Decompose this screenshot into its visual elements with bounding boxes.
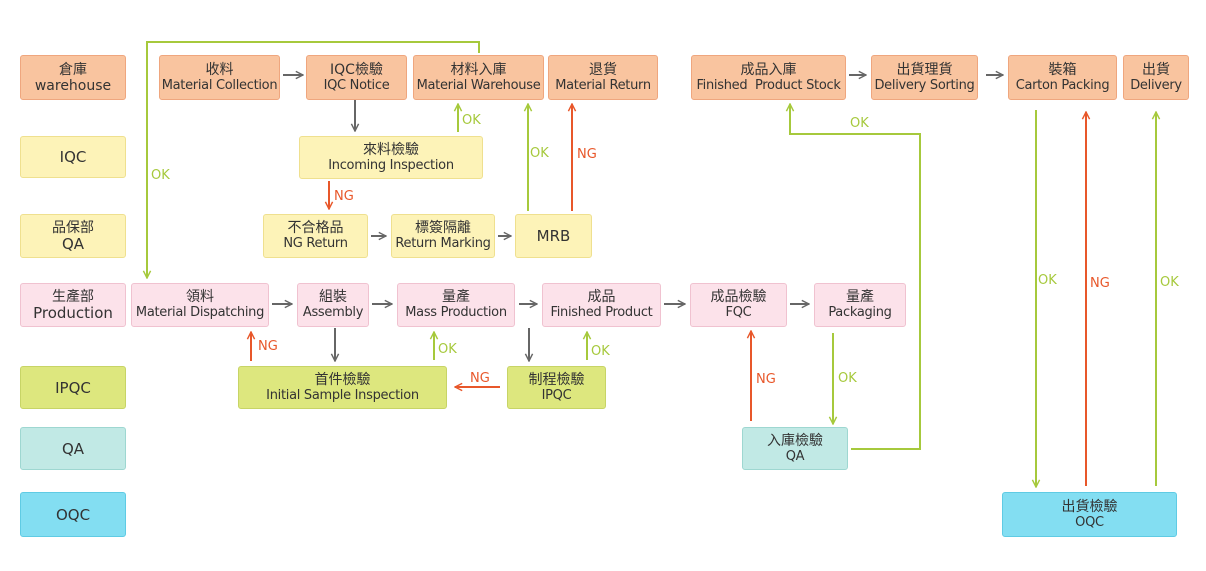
lane-oqc: OQC bbox=[20, 492, 126, 537]
lane-label-zh: 倉庫 bbox=[59, 61, 87, 78]
lane-label-en: OQC bbox=[55, 505, 91, 524]
edge-label-ok: OK bbox=[1038, 273, 1057, 288]
node-return-marking: 標簽隔離 Return Marking bbox=[391, 214, 495, 258]
node-material-dispatching: 領料 Material Dispatching bbox=[131, 283, 269, 327]
node-packaging: 量產 Packaging bbox=[814, 283, 906, 327]
node-initial-sample-inspection: 首件檢驗 Initial Sample Inspection bbox=[238, 366, 447, 409]
lane-warehouse: 倉庫 warehouse bbox=[20, 55, 126, 100]
node-material-warehouse: 材料入庫 Material Warehouse bbox=[413, 55, 544, 100]
lane-qa-dept: 品保部 QA bbox=[20, 214, 126, 258]
edge-label-ng: NG bbox=[334, 189, 354, 204]
edge-label-ok: OK bbox=[591, 344, 610, 359]
lane-label-en: IQC bbox=[59, 148, 87, 166]
node-finished-product: 成品 Finished Product bbox=[542, 283, 661, 327]
lane-label-en: Production bbox=[33, 304, 113, 322]
edge-label-ok: OK bbox=[850, 116, 869, 131]
node-delivery: 出貨 Delivery bbox=[1123, 55, 1189, 100]
edge-label-ok: OK bbox=[462, 113, 481, 128]
node-mass-production: 量產 Mass Production bbox=[397, 283, 515, 327]
lane-label-en: warehouse bbox=[34, 77, 112, 94]
lane-label-en: QA bbox=[61, 439, 85, 458]
edge-label-ok: OK bbox=[838, 371, 857, 386]
lane-label-zh: 品保部 bbox=[52, 220, 94, 236]
lane-label-en: QA bbox=[61, 235, 85, 253]
lane-qa: QA bbox=[20, 427, 126, 470]
node-fqc: 成品檢驗 FQC bbox=[690, 283, 787, 327]
node-oqc-shipping-inspection: 出貨檢驗 OQC bbox=[1002, 492, 1177, 537]
node-qa-storage-inspection: 入庫檢驗 QA bbox=[742, 427, 848, 470]
edge-label-ng: NG bbox=[470, 371, 490, 386]
edge-label-ok: OK bbox=[1160, 275, 1179, 290]
node-assembly: 組裝 Assembly bbox=[297, 283, 369, 327]
node-incoming-inspection: 來料檢驗 Incoming Inspection bbox=[299, 136, 483, 179]
lane-ipqc: IPQC bbox=[20, 366, 126, 409]
edge-label-ok: OK bbox=[438, 342, 457, 357]
node-material-collection: 收料 Material Collection bbox=[159, 55, 280, 100]
node-mrb: MRB bbox=[515, 214, 592, 258]
ok-qa-to-stock bbox=[790, 104, 921, 450]
edge-label-ok: OK bbox=[151, 168, 170, 183]
node-finished-product-stock: 成品入庫 Finished Product Stock bbox=[691, 55, 846, 100]
edge-label-ng: NG bbox=[756, 372, 776, 387]
node-ipqc-inspection: 制程檢驗 IPQC bbox=[507, 366, 606, 409]
edge-label-ok: OK bbox=[530, 146, 549, 161]
ok-iqc-to-dispatching bbox=[147, 41, 480, 278]
edge-label-ng: NG bbox=[1090, 276, 1110, 291]
lane-label-zh: 生產部 bbox=[52, 289, 94, 305]
edge-label-ng: NG bbox=[258, 339, 278, 354]
lane-production: 生產部 Production bbox=[20, 283, 126, 327]
node-material-return: 退貨 Material Return bbox=[548, 55, 658, 100]
node-iqc-notice: IQC檢驗 IQC Notice bbox=[306, 55, 407, 100]
lane-label-en: IPQC bbox=[55, 378, 91, 397]
lane-iqc: IQC bbox=[20, 136, 126, 178]
node-ng-return: 不合格品 NG Return bbox=[263, 214, 368, 258]
edge-label-ng: NG bbox=[577, 147, 597, 162]
node-delivery-sorting: 出貨理貨 Delivery Sorting bbox=[871, 55, 978, 100]
node-carton-packing: 裝箱 Carton Packing bbox=[1008, 55, 1117, 100]
